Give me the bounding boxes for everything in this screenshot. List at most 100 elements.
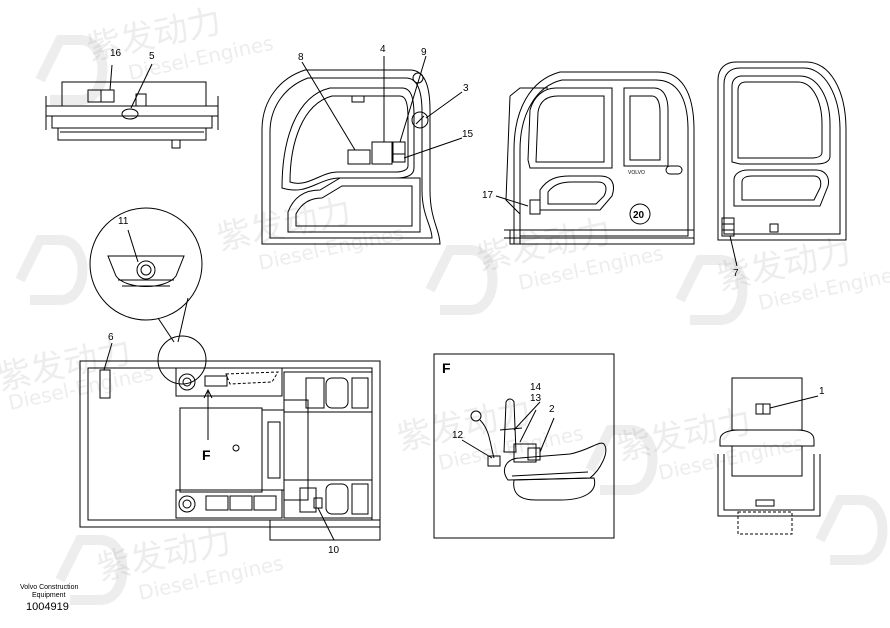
leader-10 [317, 507, 335, 541]
detail-f-knob [470, 410, 482, 422]
door-small-decal [351, 95, 365, 103]
watermark-layer: 紫发动力 Diesel-Engines 紫发动力 Diesel-Engines … [0, 1, 890, 605]
callout-4: 4 [380, 44, 386, 55]
watermark-logo [55, 535, 128, 605]
decal-8 [347, 149, 371, 165]
callout-5: 5 [149, 51, 155, 62]
detail-f-joystick [503, 398, 517, 453]
detail-circle-11 [89, 207, 203, 343]
seat-cushion [179, 407, 263, 493]
leader-5 [130, 63, 153, 109]
callout-12: 12 [452, 430, 464, 441]
callout-8: 8 [298, 52, 304, 63]
decal-4 [371, 141, 393, 165]
detail-knob [136, 260, 156, 280]
door-outer-lower-panel [733, 169, 829, 207]
detail-f-box [433, 353, 615, 539]
callout-13: 13 [530, 393, 542, 404]
door-outer-view [717, 61, 847, 267]
watermark-logo [675, 255, 748, 325]
decal-15 [392, 153, 406, 163]
callout-6: 6 [108, 332, 114, 343]
decal-9 [392, 141, 406, 155]
seat-rear-view [717, 377, 821, 535]
leader-14 [513, 401, 541, 431]
floor-plan-step [269, 519, 381, 541]
leader-7 [729, 235, 738, 267]
leader-8 [301, 61, 356, 151]
detail-circle [89, 207, 203, 321]
callout-16: 16 [110, 48, 122, 59]
right-console [175, 489, 283, 519]
callout-11: 11 [118, 216, 129, 227]
leader-13 [519, 409, 537, 443]
pedal-area-top [283, 371, 373, 413]
footer-company-line1: Volvo Construction [20, 584, 79, 591]
watermark-logo [585, 425, 658, 495]
view-marker-f: F [202, 447, 211, 463]
callout-9: 9 [421, 47, 427, 58]
callout-14: 14 [530, 382, 542, 393]
callout-15: 15 [462, 129, 474, 140]
detail-f-title: F [442, 360, 451, 376]
leader-6 [103, 342, 113, 371]
left-joystick [178, 373, 196, 391]
leader-2 [539, 417, 555, 453]
leader-16 [109, 64, 113, 91]
right-joystick [178, 495, 196, 513]
floor-plan-outline [79, 360, 381, 528]
detail-f-cable [479, 419, 495, 459]
panel-knob [121, 108, 139, 120]
cab-floor-plan [79, 335, 381, 541]
seat-rear-latch [755, 499, 775, 507]
decal-12 [487, 455, 501, 467]
decal-3 [411, 111, 429, 129]
panel-rail [45, 105, 219, 117]
pedal-area-bottom [283, 479, 373, 519]
door-lower-panel [287, 177, 421, 233]
callout-2: 2 [549, 404, 555, 415]
detail-circle-marker [157, 335, 207, 385]
overhead-panel-view [45, 63, 219, 149]
leader-9 [399, 55, 427, 143]
watermark-logo [425, 245, 498, 315]
cab-side-view [495, 71, 695, 245]
callout-7: 7 [733, 268, 739, 279]
leader-1 [769, 395, 819, 409]
decal-10 [313, 497, 323, 509]
leader-15 [403, 137, 463, 159]
cab-shell [513, 71, 695, 245]
cab-rear-window [623, 87, 669, 167]
door-window [281, 87, 415, 191]
leader-11 [127, 229, 139, 263]
cab-badge-number: 20 [633, 210, 645, 221]
callout-3: 3 [463, 83, 469, 94]
decal-17 [529, 199, 541, 215]
detail-f-frame [433, 353, 615, 539]
leader-3 [425, 91, 463, 119]
decal-2 [513, 443, 537, 463]
watermark-logo [15, 235, 88, 305]
cab-front-window [527, 87, 613, 169]
cab-number-badge [629, 203, 651, 225]
door-lock [769, 223, 779, 233]
watermark-logo [35, 35, 108, 105]
callout-10: 10 [328, 545, 340, 556]
door-outer-shell [717, 61, 847, 241]
leader-17 [495, 195, 529, 207]
cab-handrail [505, 87, 548, 215]
cab-door-lower-window [539, 175, 614, 211]
watermark-logo [815, 495, 888, 565]
footer-company-line2: Equipment [32, 592, 66, 599]
leader-12 [461, 439, 493, 459]
footer-part-number: 1004919 [26, 601, 69, 613]
seat-rear-base-hidden [737, 511, 793, 535]
decal-7 [721, 217, 735, 237]
cab-brand-text: VOLVO [628, 170, 645, 176]
cab-logo-badge [665, 165, 683, 175]
door-inner-view [261, 55, 463, 245]
door-outer-window [731, 75, 831, 165]
callout-1: 1 [819, 386, 825, 397]
